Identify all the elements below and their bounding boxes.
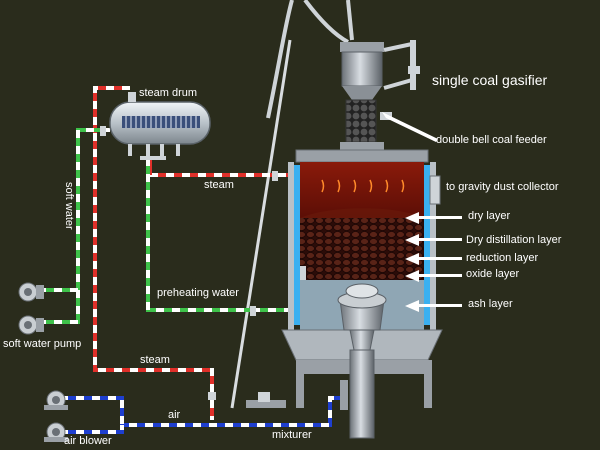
pump-icon[interactable] <box>18 315 44 335</box>
label-to-gravity-dust-collector: to gravity dust collector <box>446 181 559 193</box>
top-pipe-middle <box>303 0 349 44</box>
label-dry-layer: dry layer <box>468 210 511 222</box>
steam-drum <box>109 92 211 160</box>
air-lines <box>60 396 342 434</box>
label-preheating-water: preheating water <box>157 287 239 299</box>
gasifier-body <box>246 149 443 439</box>
feeder-arrow <box>382 112 438 142</box>
arrow-dry-layer <box>405 212 419 224</box>
label-air: air <box>168 409 181 421</box>
ash-discharge-column <box>349 349 375 439</box>
callout-arrows <box>382 112 462 312</box>
label-steam-bottom: steam <box>140 354 170 366</box>
label-soft-water: soft water <box>63 182 75 230</box>
dust-collector-outlet <box>429 175 441 205</box>
pump-icon[interactable] <box>18 282 44 302</box>
diagram-title: single coal gasifier <box>432 72 548 88</box>
valve-icon[interactable] <box>250 306 256 316</box>
label-steam-drum: steam drum <box>139 87 198 99</box>
valves <box>100 126 278 400</box>
label-soft-water-pump: soft water pump <box>3 338 82 350</box>
label-oxide-layer: oxide layer <box>466 268 520 280</box>
arrow-oxide <box>405 270 419 282</box>
label-steam-top: steam <box>204 179 234 191</box>
label-double-bell-coal-feeder: double bell coal feeder <box>436 134 547 146</box>
label-reduction-layer: reduction layer <box>466 252 539 264</box>
heat-flames <box>321 179 405 193</box>
arrow-ash <box>405 300 419 312</box>
valve-icon[interactable] <box>272 171 278 181</box>
soft-water-line <box>40 128 110 324</box>
water-lines <box>40 128 295 324</box>
label-mixturer: mixturer <box>272 429 312 441</box>
valve-icon[interactable] <box>208 392 216 400</box>
double-bell-coal-feeder <box>340 40 420 150</box>
support-pole <box>230 39 292 409</box>
valve-icon[interactable] <box>100 126 106 136</box>
blower-icon[interactable] <box>44 422 68 442</box>
label-dry-distillation-layer: Dry distillation layer <box>466 234 562 246</box>
label-ash-layer: ash layer <box>468 298 513 310</box>
soft-water-pumps <box>18 282 44 335</box>
arrow-dry-distillation <box>405 234 419 246</box>
arrow-reduction <box>405 253 419 265</box>
water-jacket-left <box>294 165 300 325</box>
top-pipe-left <box>266 0 294 119</box>
coal-bed <box>300 218 424 280</box>
air-blowers <box>44 390 68 442</box>
label-air-blower: air blower <box>64 435 112 447</box>
water-jacket-right <box>424 165 430 325</box>
blower-icon[interactable] <box>44 390 68 410</box>
top-pipe-right <box>346 0 354 41</box>
